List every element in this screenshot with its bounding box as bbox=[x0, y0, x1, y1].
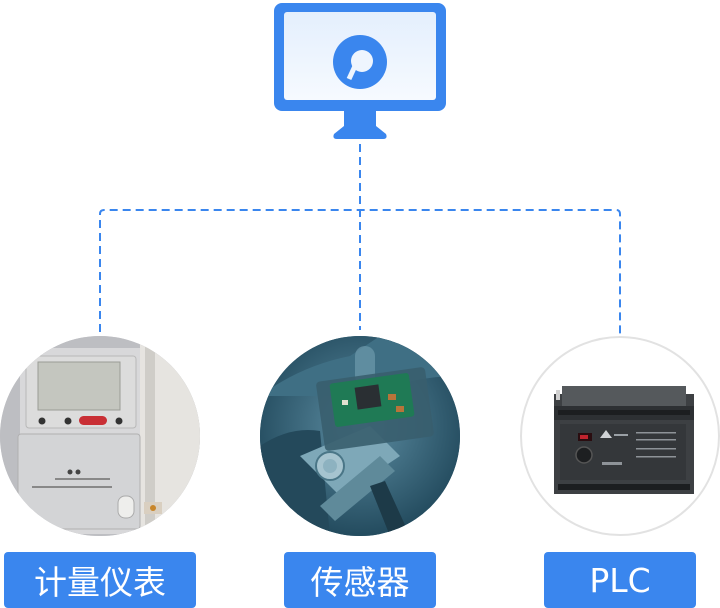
plc-photo bbox=[520, 336, 720, 536]
ring-logo-icon bbox=[333, 35, 387, 89]
node-label-plc[interactable]: PLC bbox=[544, 552, 696, 608]
node-label-meter-text: 计量仪表 bbox=[34, 563, 166, 602]
monitor-icon bbox=[274, 3, 446, 139]
sensor-photo bbox=[260, 336, 460, 536]
node-label-meter[interactable]: 计量仪表 bbox=[4, 552, 196, 608]
node-label-sensor-text: 传感器 bbox=[310, 563, 410, 602]
meter-photo bbox=[0, 336, 200, 536]
node-label-plc-text: PLC bbox=[589, 560, 651, 600]
branch-line bbox=[99, 209, 621, 340]
node-label-sensor[interactable]: 传感器 bbox=[284, 552, 436, 608]
